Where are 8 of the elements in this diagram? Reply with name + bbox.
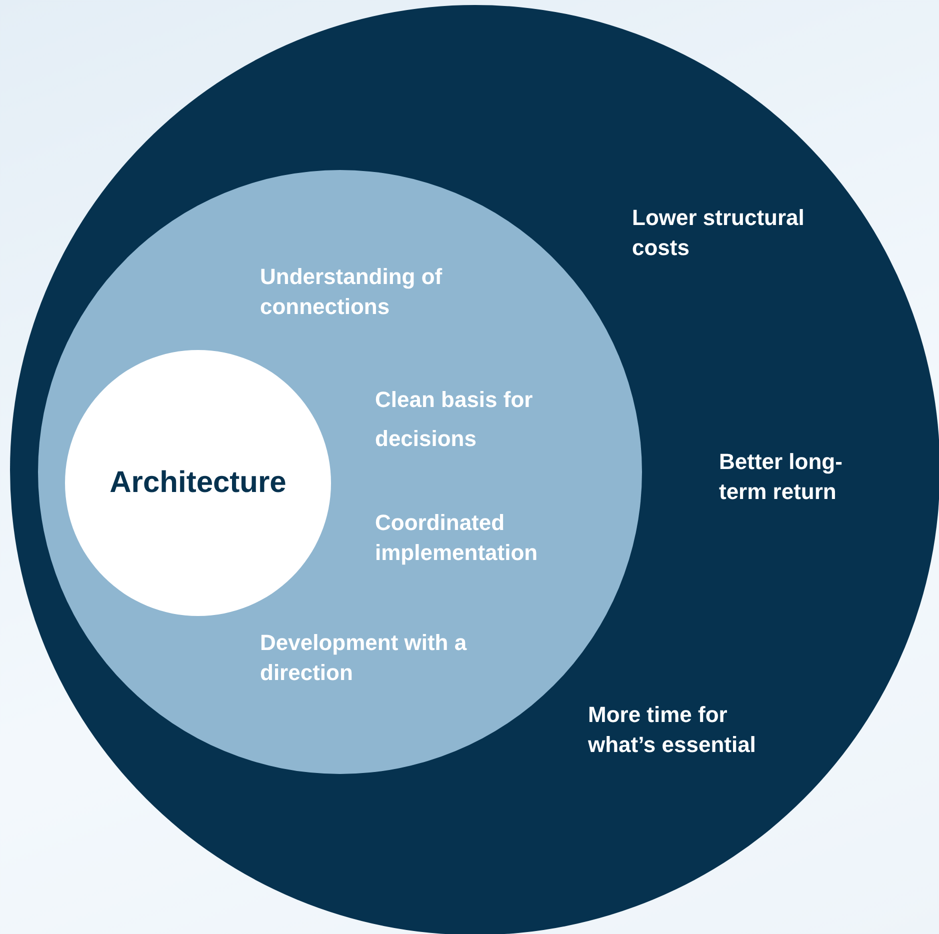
center-label: Architecture (110, 465, 286, 501)
benefit-text: Lower structural costs (632, 204, 806, 262)
benefit-text: Coordinated implementation (375, 509, 539, 567)
benefit-text: Development with a direction (260, 629, 468, 687)
benefit-text: Better long-term return (719, 448, 844, 506)
benefit-text: Understanding of connections (260, 263, 444, 321)
benefit-text: Clean basis for decisions (375, 386, 534, 453)
benefit-text: More time for what’s essential (588, 701, 757, 759)
